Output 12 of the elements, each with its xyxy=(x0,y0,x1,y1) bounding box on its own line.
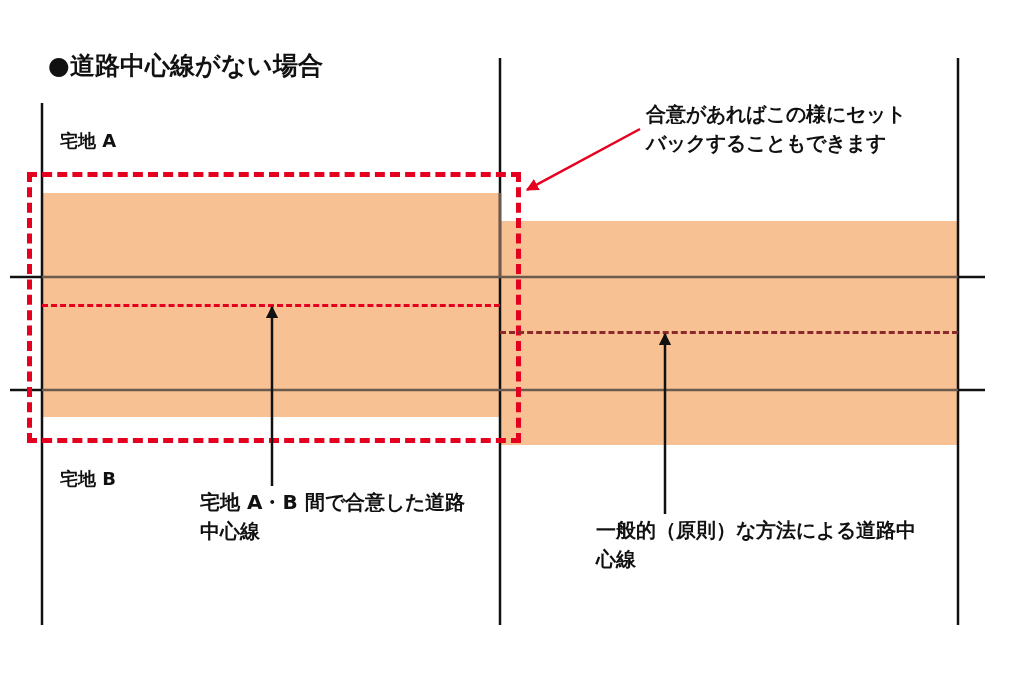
lot-label: 宅地 A xyxy=(60,129,117,153)
standard-centerline xyxy=(500,331,958,335)
diagram-title: ●道路中心線がない場合 xyxy=(48,50,323,82)
lot-label: 宅地 B xyxy=(60,467,116,491)
arrow xyxy=(525,127,641,191)
arrow xyxy=(658,332,672,514)
agreed-centerline xyxy=(42,304,500,308)
callout-text: 合意があればこの様にセットバックすることもできます xyxy=(646,100,921,158)
callout-text: 宅地 A・B 間で合意した道路中心線 xyxy=(200,488,480,546)
setback-dashed-outline xyxy=(27,172,521,443)
callout-text: 一般的（原則）な方法による道路中心線 xyxy=(596,516,916,574)
arrow xyxy=(265,305,279,486)
